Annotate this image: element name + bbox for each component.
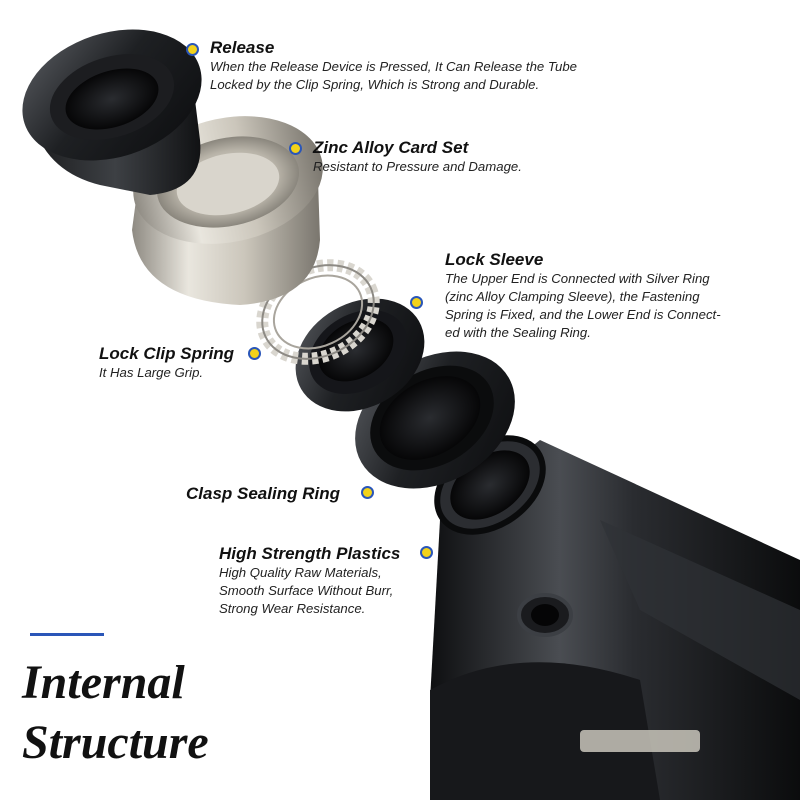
heading-line1: Internal — [22, 656, 185, 709]
plastics-title: High Strength Plastics — [219, 544, 401, 563]
lock-sleeve-desc-line2: (zinc Alloy Clamping Sleeve), the Fasten… — [445, 289, 700, 304]
lock-sleeve-dot — [410, 296, 423, 309]
clip-spring-dot — [248, 347, 261, 360]
lock-sleeve-part — [295, 298, 425, 412]
clip-spring-callout: Lock Clip Spring It Has Large Grip. — [99, 344, 234, 382]
sealing-title: Clasp Sealing Ring — [186, 484, 340, 503]
release-callout: Release When the Release Device is Press… — [210, 38, 577, 94]
clip-spring-title: Lock Clip Spring — [99, 344, 235, 363]
zinc-desc-line1: Resistant to Pressure and Damage. — [313, 159, 522, 174]
release-desc-line2: Locked by the Clip Spring, Which is Stro… — [210, 77, 540, 92]
zinc-title: Zinc Alloy Card Set — [313, 138, 469, 157]
release-dot — [186, 43, 199, 56]
plastics-callout: High Strength Plastics High Quality Raw … — [219, 544, 400, 618]
zinc-callout: Zinc Alloy Card Set Resistant to Pressur… — [313, 138, 522, 176]
lock-sleeve-callout: Lock Sleeve The Upper End is Connected w… — [445, 250, 721, 342]
plastics-desc-line2: Smooth Surface Without Burr, — [219, 583, 394, 598]
zinc-dot — [289, 142, 302, 155]
lock-sleeve-desc-line3: Spring is Fixed, and the Lower End is Co… — [445, 307, 721, 322]
plastics-dot — [420, 546, 433, 559]
release-desc-line1: When the Release Device is Pressed, It C… — [210, 59, 577, 74]
lock-sleeve-title: Lock Sleeve — [445, 250, 544, 269]
heading-accent-line — [30, 633, 104, 636]
clip-spring-desc-line1: It Has Large Grip. — [99, 365, 204, 380]
fitting-body — [430, 435, 800, 800]
plastics-desc-line1: High Quality Raw Materials, — [219, 565, 382, 580]
release-title: Release — [210, 38, 275, 57]
sealing-callout: Clasp Sealing Ring — [186, 484, 340, 504]
release-part — [22, 29, 202, 195]
heading-line2: Structure — [22, 716, 209, 769]
lock-sleeve-desc-line1: The Upper End is Connected with Silver R… — [445, 271, 710, 286]
lock-sleeve-desc-line4: ed with the Sealing Ring. — [445, 325, 591, 340]
sealing-dot — [361, 486, 374, 499]
plastics-desc-line3: Strong Wear Resistance. — [219, 601, 366, 616]
